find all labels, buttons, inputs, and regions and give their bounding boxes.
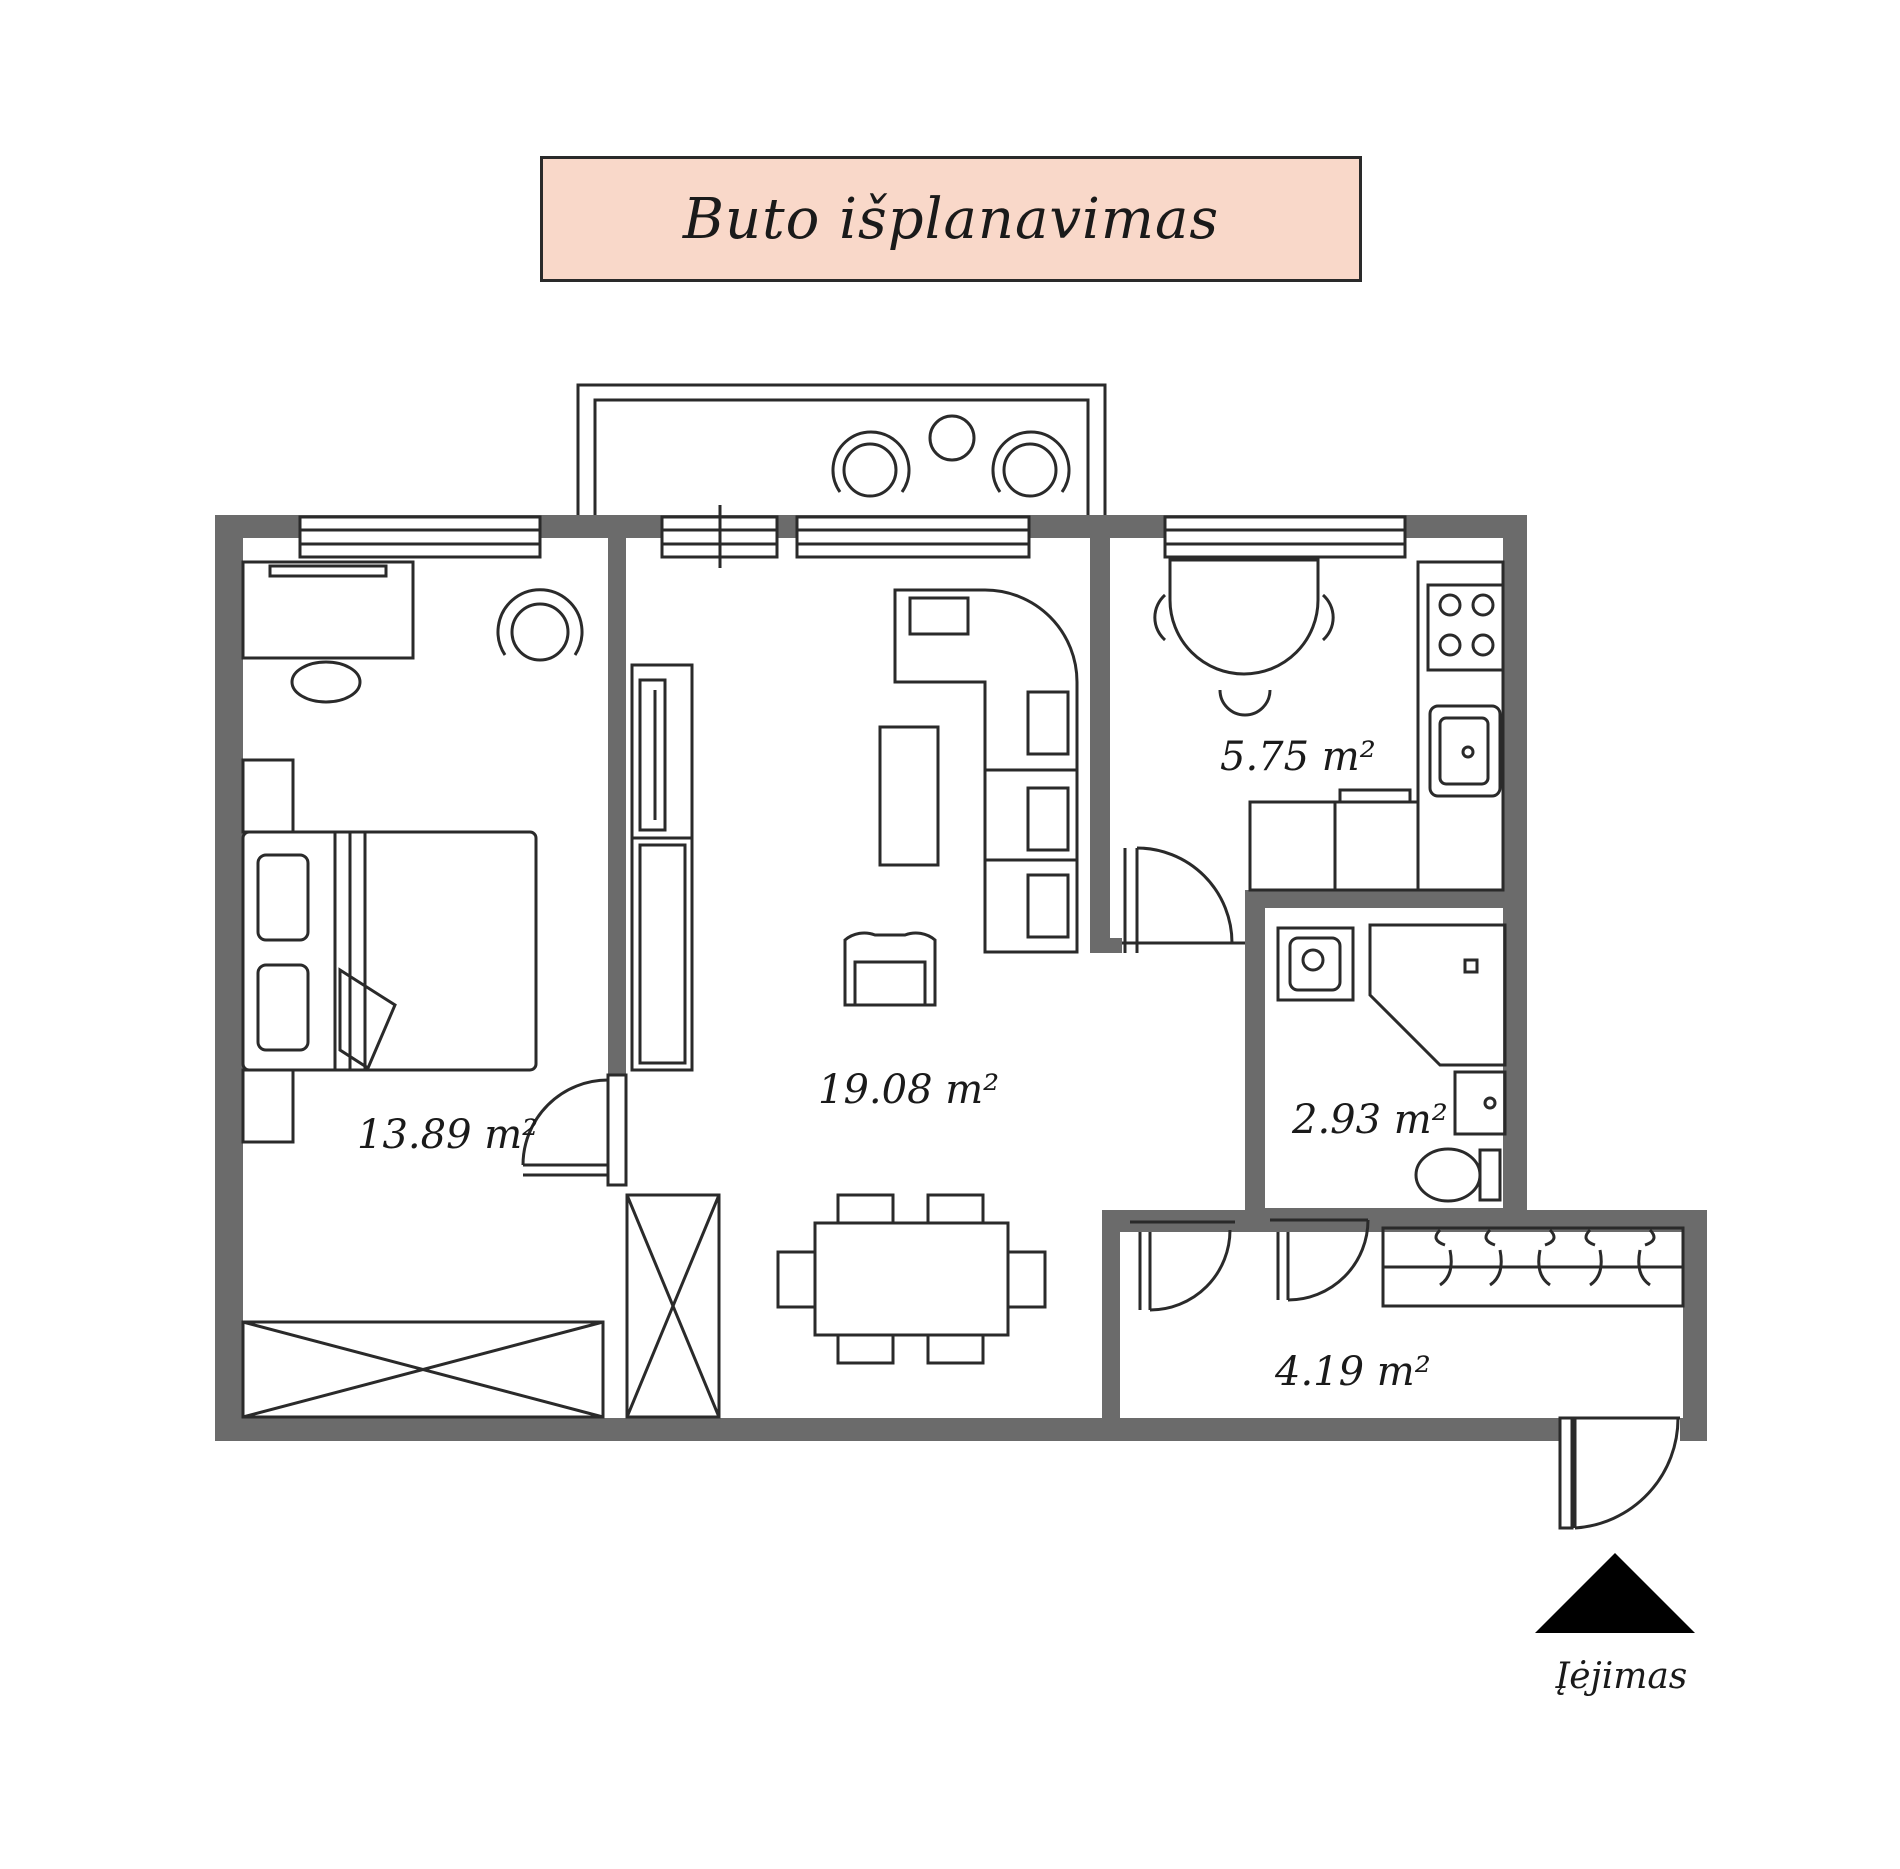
coffee-table [878, 725, 940, 867]
wardrobe-bedroom [241, 1320, 605, 1419]
bathroom-area-label: 2.93 m² [1291, 1097, 1448, 1143]
hall-wardrobe [1381, 1226, 1685, 1308]
balcony-table [928, 414, 976, 462]
kitchen-area-label: 5.75 m² [1220, 734, 1376, 780]
hallway-area-label: 4.19 m² [1274, 1349, 1431, 1395]
tv-unit [630, 663, 694, 1072]
living-furniture [625, 588, 1079, 1419]
entrance-door[interactable] [1558, 1416, 1680, 1530]
desk-stool [290, 660, 362, 704]
bathroom-sink [1453, 1070, 1507, 1136]
entrance-arrow-icon [1535, 1553, 1695, 1633]
stove [1426, 583, 1505, 672]
kitchen-table [1153, 558, 1335, 717]
bathroom-furniture [1276, 923, 1507, 1203]
hall-door-left[interactable] [1130, 1220, 1235, 1312]
bedroom-area-label: 13.89 m² [357, 1112, 538, 1158]
dining-table-set [776, 1193, 1047, 1365]
wardrobe-living [625, 1193, 721, 1419]
living-room-area-label: 19.08 m² [818, 1067, 999, 1113]
bathroom-door[interactable] [1270, 1218, 1370, 1302]
toilet [1414, 1147, 1482, 1203]
kitchen-door[interactable] [1122, 846, 1245, 953]
page-title: Buto išplanavimas [682, 186, 1220, 252]
shower [1368, 923, 1507, 1067]
bedroom-door[interactable] [521, 1073, 628, 1187]
kitchen-furniture [1153, 558, 1505, 892]
bedroom-armchair [496, 588, 584, 662]
entrance-label: Įėjimas [1555, 1656, 1687, 1697]
bedroom-furniture [241, 560, 605, 1419]
balcony-chair-right [991, 430, 1071, 498]
washing-machine [1276, 926, 1355, 1002]
balcony-chair-left [831, 430, 911, 498]
kitchen-counter [1416, 560, 1505, 892]
corner-sofa [893, 588, 1079, 954]
kitchen-sink [1428, 704, 1502, 798]
living-armchair [843, 931, 937, 1007]
desk [241, 560, 415, 660]
windows [298, 505, 1407, 568]
title-banner: Buto išplanavimas [540, 156, 1362, 282]
walls [215, 515, 1707, 1441]
nightstand-bottom [241, 1068, 295, 1144]
balcony [576, 383, 1107, 518]
double-bed [241, 830, 538, 1072]
nightstand-top [241, 758, 295, 834]
